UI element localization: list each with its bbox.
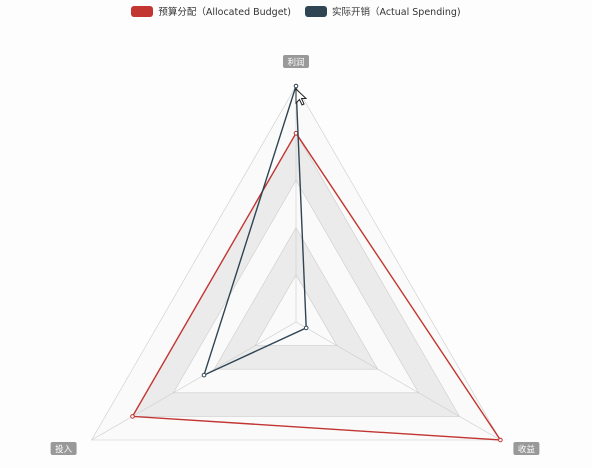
indicator-label-text-2: 投入 (55, 444, 73, 455)
indicator-label-bg-0 (283, 55, 309, 68)
indicator-label-text-1: 收益 (518, 444, 536, 455)
legend-label-allocated-budget: 预算分配（Allocated Budget) (158, 7, 291, 18)
indicator-label-bg-2 (50, 442, 77, 455)
series-point-0-2 (130, 414, 135, 419)
indicator-label-text-0: 利润 (287, 57, 304, 68)
series-point-0-1 (498, 437, 503, 443)
series-point-1-0 (293, 83, 299, 89)
indicator-label-1: 收益 (513, 442, 540, 455)
legend-swatch-allocated-budget (131, 5, 154, 17)
indicator-label-bg-1 (513, 442, 540, 455)
series-point-1-1 (303, 325, 309, 331)
series-line-1 (202, 85, 307, 377)
legend-item-allocated-budget[interactable]: 预算分配（Allocated Budget) (131, 4, 291, 18)
legend-swatch-actual-spending (305, 5, 327, 17)
indicator-label-0: 利润 (283, 55, 309, 68)
series-line-0 (131, 131, 502, 441)
indicator-label-2: 投入 (50, 442, 77, 455)
radar-axis-line-1 (295, 321, 501, 441)
legend[interactable]: 预算分配（Allocated Budget) 实际开销（Actual Spend… (0, 4, 592, 18)
mouse-cursor-icon (295, 88, 307, 106)
legend-label-actual-spending: 实际开销（Actual Spending) (332, 7, 461, 18)
radar-axis-line-2 (91, 321, 297, 441)
legend-item-actual-spending[interactable]: 实际开销（Actual Spending) (305, 4, 461, 18)
series-point-1-2 (201, 372, 207, 378)
